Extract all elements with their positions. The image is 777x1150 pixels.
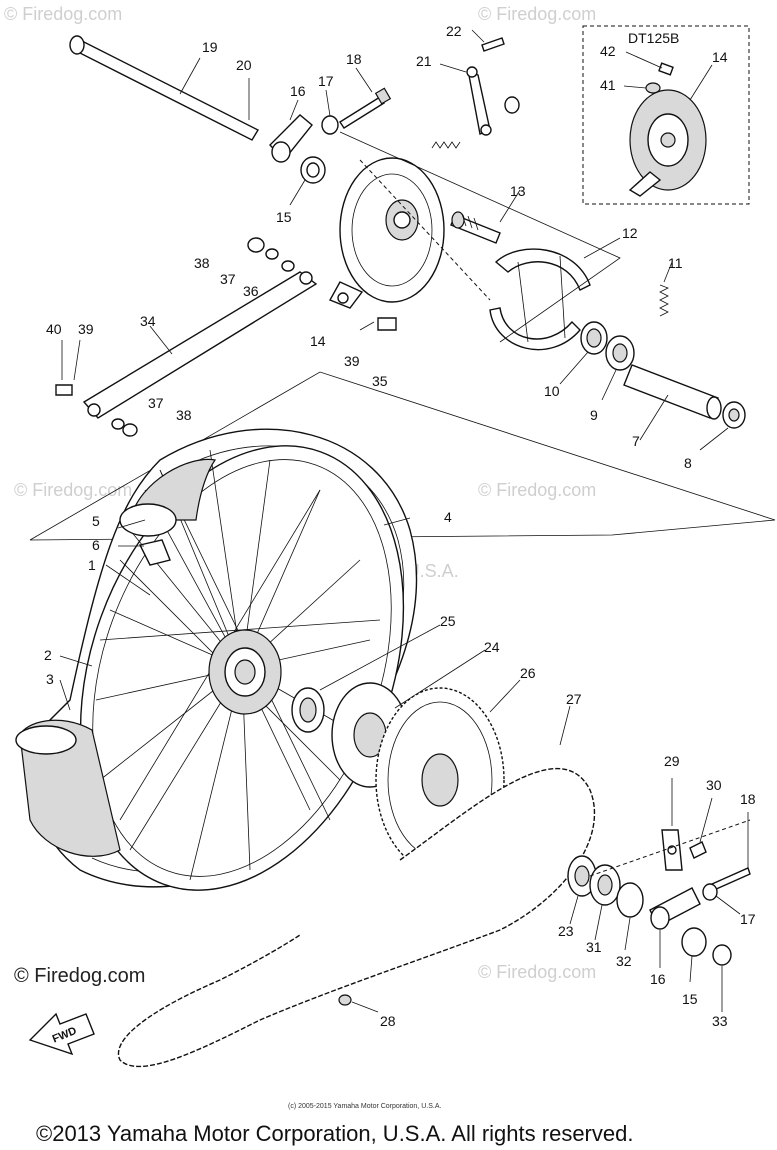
callout-28: 28 <box>380 1013 396 1029</box>
torque-arm-hardware <box>55 237 397 437</box>
callout-30: 30 <box>706 777 722 793</box>
callout-6: 6 <box>92 537 100 553</box>
watermark-firedog-bottom-right: © Firedog.com <box>478 962 596 982</box>
bolt-18-top <box>339 67 392 129</box>
brake-spring <box>659 261 673 317</box>
watermark-firedog-top-right: © Firedog.com <box>478 4 596 24</box>
callout-10: 10 <box>544 383 560 399</box>
callout-15-right: 15 <box>682 991 698 1007</box>
callout-8: 8 <box>684 455 692 471</box>
callout-14: 14 <box>310 333 326 349</box>
callout-labels: 19 20 16 17 18 22 21 42 41 14 15 13 12 1… <box>44 23 756 1029</box>
callout-19: 19 <box>202 39 218 55</box>
collar-15-top <box>289 156 326 206</box>
oil-seal-8 <box>699 401 746 451</box>
callout-39-lower: 39 <box>344 353 360 369</box>
callout-38-lower: 38 <box>176 407 192 423</box>
watermark-firedog-mid-right: © Firedog.com <box>478 480 596 500</box>
callout-40: 40 <box>46 321 62 337</box>
callout-37-lower: 37 <box>148 395 164 411</box>
chain-puller-left <box>269 99 313 163</box>
nut-17-top <box>321 89 339 135</box>
sprocket-seal <box>291 624 441 733</box>
callout-38: 38 <box>194 255 210 271</box>
inset-dt125b: DT125B <box>582 25 750 205</box>
callout-24: 24 <box>484 639 500 655</box>
brake-shoe <box>489 237 621 351</box>
drive-chain <box>117 705 596 1068</box>
watermark-firedog-mid-left: © Firedog.com <box>14 480 132 500</box>
callout-1: 1 <box>88 557 96 573</box>
callout-17: 17 <box>318 73 334 89</box>
axle-spacer <box>623 364 722 441</box>
inset-title: DT125B <box>628 30 679 46</box>
brake-shoe-plate <box>329 157 491 309</box>
callout-20: 20 <box>236 57 252 73</box>
callout-16-right: 16 <box>650 971 666 987</box>
callout-23: 23 <box>558 923 574 939</box>
callout-17-right: 17 <box>740 911 756 927</box>
callout-2: 2 <box>44 647 52 663</box>
rear-wheel <box>15 428 418 891</box>
callout-27: 27 <box>566 691 582 707</box>
callout-29: 29 <box>664 753 680 769</box>
callout-39: 39 <box>78 321 94 337</box>
right-side-hardware <box>567 778 751 1012</box>
callout-18-right: 18 <box>740 791 756 807</box>
callout-3: 3 <box>46 671 54 687</box>
callout-33: 33 <box>712 1013 728 1029</box>
callout-41: 41 <box>600 77 616 93</box>
callout-13: 13 <box>510 183 526 199</box>
callout-18: 18 <box>346 51 362 67</box>
brake-camshaft <box>450 189 521 244</box>
callout-12: 12 <box>622 225 638 241</box>
callout-11: 11 <box>668 255 683 271</box>
brake-camshaft-lever <box>431 29 520 149</box>
callout-5: 5 <box>92 513 100 529</box>
callout-25: 25 <box>440 613 456 629</box>
callout-16: 16 <box>290 83 306 99</box>
callout-22: 22 <box>446 23 462 39</box>
bearing-9 <box>601 335 635 401</box>
watermark-firedog-bottom-left: © Firedog.com <box>14 965 145 987</box>
callout-14-inset: 14 <box>712 49 728 65</box>
source-credit: (c) 2005-2015 Yamaha Motor Corporation, … <box>288 1103 441 1110</box>
callout-26: 26 <box>520 665 536 681</box>
torque-arm <box>82 271 318 419</box>
callout-31: 31 <box>586 939 602 955</box>
callout-37: 37 <box>220 271 236 287</box>
callout-34: 34 <box>140 313 156 329</box>
callout-36: 36 <box>243 283 259 299</box>
callout-9: 9 <box>590 407 598 423</box>
callout-42: 42 <box>600 43 616 59</box>
callout-7: 7 <box>632 433 640 449</box>
callout-32: 32 <box>616 953 632 969</box>
callout-4: 4 <box>444 509 452 525</box>
rim-band <box>138 539 171 566</box>
bearing-10 <box>559 321 608 385</box>
rear-axle <box>69 35 259 141</box>
callout-15: 15 <box>276 209 292 225</box>
watermark-firedog-top-left: © Firedog.com <box>4 4 122 24</box>
forward-direction-arrow: FWD <box>28 1012 95 1056</box>
callout-21: 21 <box>416 53 432 69</box>
callout-35: 35 <box>372 373 388 389</box>
footer-copyright: ©2013 Yamaha Motor Corporation, U.S.A. A… <box>36 1121 633 1146</box>
